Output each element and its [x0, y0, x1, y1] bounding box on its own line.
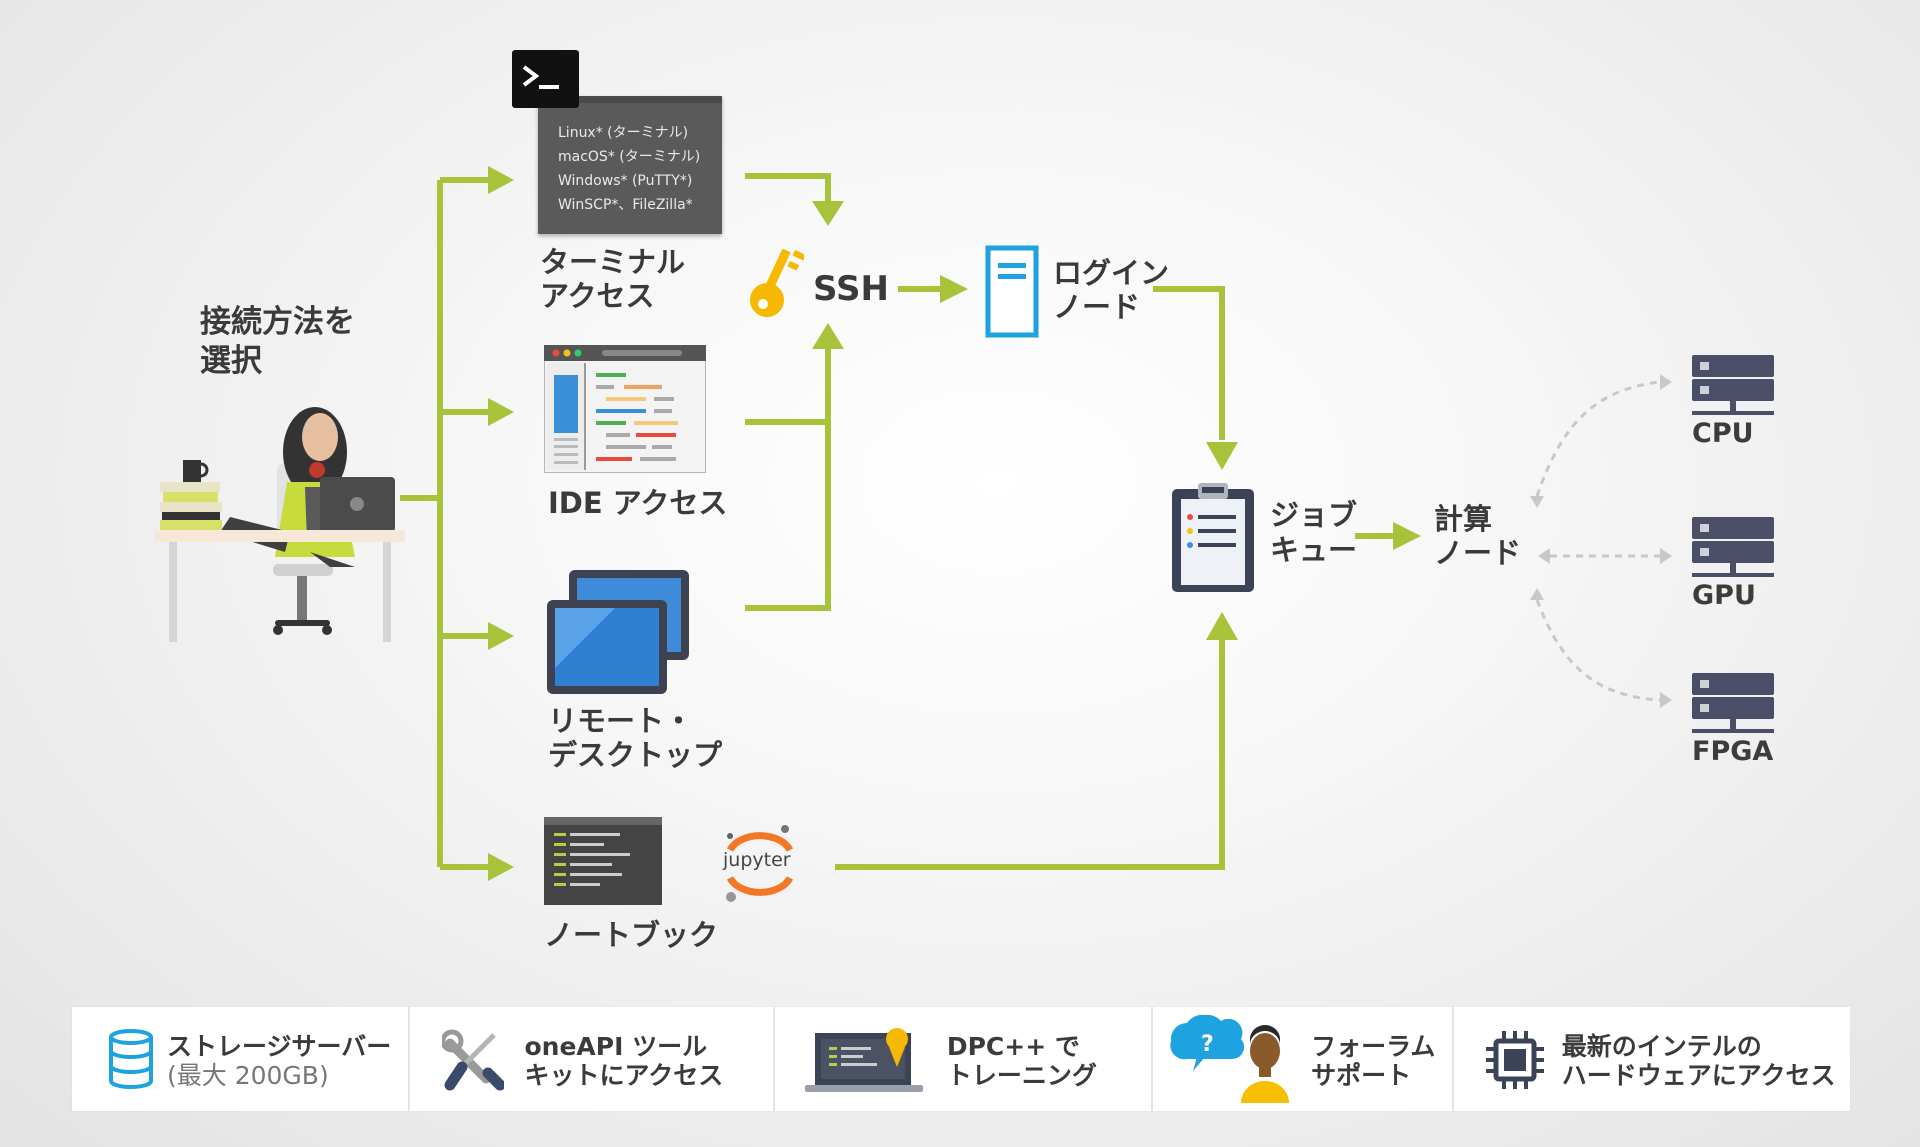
- dashed-links: [1535, 380, 1661, 702]
- terminal-prompt-icon: [512, 50, 579, 108]
- legend-hardware: 最新のインテルの ハードウェアにアクセス: [1454, 1007, 1850, 1111]
- key-icon: [750, 248, 804, 317]
- terminal-line-winscp: WinSCP*、FileZilla*: [558, 197, 693, 213]
- legend-training: DPC++ で トレーニング: [775, 1007, 1154, 1111]
- gpu-server-icon: [1692, 517, 1774, 577]
- compute-node-label-2: ノード: [1434, 536, 1522, 570]
- notebook-label: ノートブック: [544, 918, 719, 952]
- fpga-label: FPGA: [1692, 736, 1774, 767]
- terminal-access-label-1: ターミナル: [540, 245, 686, 279]
- job-queue-label-2: キュー: [1270, 533, 1358, 567]
- remote-desktop-label-1: リモート・: [548, 704, 694, 738]
- terminal-line-windows: Windows* (PuTTY*): [558, 173, 693, 189]
- remote-desktop-icon: [547, 570, 689, 694]
- wrench-screwdriver-icon: [442, 1029, 505, 1091]
- login-server-icon: [985, 245, 1039, 338]
- legend-hardware-line2: ハードウェアにアクセス: [1561, 1061, 1836, 1090]
- remote-desktop-label-2: デスクトップ: [548, 738, 723, 772]
- feature-legend-bar: ストレージサーバー (最大 200GB) oneAPI ツール キットにアクセス: [72, 1007, 1850, 1111]
- ide-window-icon: [544, 345, 706, 473]
- arrow-heads: [488, 166, 1421, 881]
- gpu-label: GPU: [1692, 580, 1756, 611]
- compute-node-label-1: 計算: [1434, 502, 1493, 536]
- legend-storage-line2: (最大 200GB): [167, 1061, 329, 1090]
- legend-forum-line1: フォーラム: [1311, 1032, 1436, 1061]
- job-queue-label-1: ジョブ: [1270, 498, 1358, 532]
- heading-line-1: 接続方法を: [200, 304, 355, 340]
- cpu-server-icon: [1692, 355, 1774, 415]
- terminal-access-label-2: アクセス: [540, 279, 655, 313]
- heading-line-2: 選択: [200, 343, 262, 379]
- legend-storage: ストレージサーバー (最大 200GB): [72, 1007, 411, 1111]
- svg-text:?: ?: [1201, 1032, 1214, 1057]
- chip-icon: [1485, 1031, 1544, 1089]
- ide-access-label: IDE アクセス: [548, 486, 728, 520]
- fpga-server-icon: [1692, 673, 1774, 733]
- dashed-arrowheads: [1530, 374, 1672, 708]
- legend-forum: ? フォーラム サポート: [1153, 1007, 1454, 1111]
- cpu-label: CPU: [1692, 418, 1754, 449]
- legend-training-line2: トレーニング: [946, 1061, 1097, 1090]
- login-node-label-1: ログイン: [1053, 256, 1170, 290]
- notebook-window-icon: [544, 817, 662, 905]
- legend-tools-line2: キットにアクセス: [524, 1061, 724, 1090]
- clipboard-icon: [1172, 483, 1254, 592]
- login-node-label-2: ノード: [1053, 290, 1141, 324]
- jupyter-logo-text: jupyter: [723, 849, 791, 871]
- terminal-window: Linux* (ターミナル) macOS* (ターミナル) Windows* (…: [538, 96, 722, 234]
- terminal-title-bar: [538, 96, 722, 103]
- jupyter-logo-icon: [726, 825, 794, 902]
- legend-tools-line1: oneAPI ツール: [524, 1032, 708, 1061]
- legend-hardware-line1: 最新のインテルの: [1561, 1032, 1762, 1061]
- terminal-line-linux: Linux* (ターミナル): [558, 125, 689, 141]
- user-at-desk-illustration: [155, 407, 405, 642]
- legend-forum-line2: サポート: [1311, 1061, 1412, 1090]
- legend-training-line1: DPC++ で: [946, 1032, 1080, 1061]
- ssh-label: SSH: [813, 269, 889, 309]
- connector-lines: [400, 173, 1395, 870]
- forum-support-icon: ?: [1170, 1015, 1290, 1103]
- legend-storage-line1: ストレージサーバー: [167, 1032, 392, 1061]
- legend-tools: oneAPI ツール キットにアクセス: [410, 1007, 775, 1111]
- laptop-certificate-icon: [804, 1028, 923, 1092]
- database-icon: [109, 1029, 153, 1089]
- terminal-line-macos: macOS* (ターミナル): [558, 149, 701, 165]
